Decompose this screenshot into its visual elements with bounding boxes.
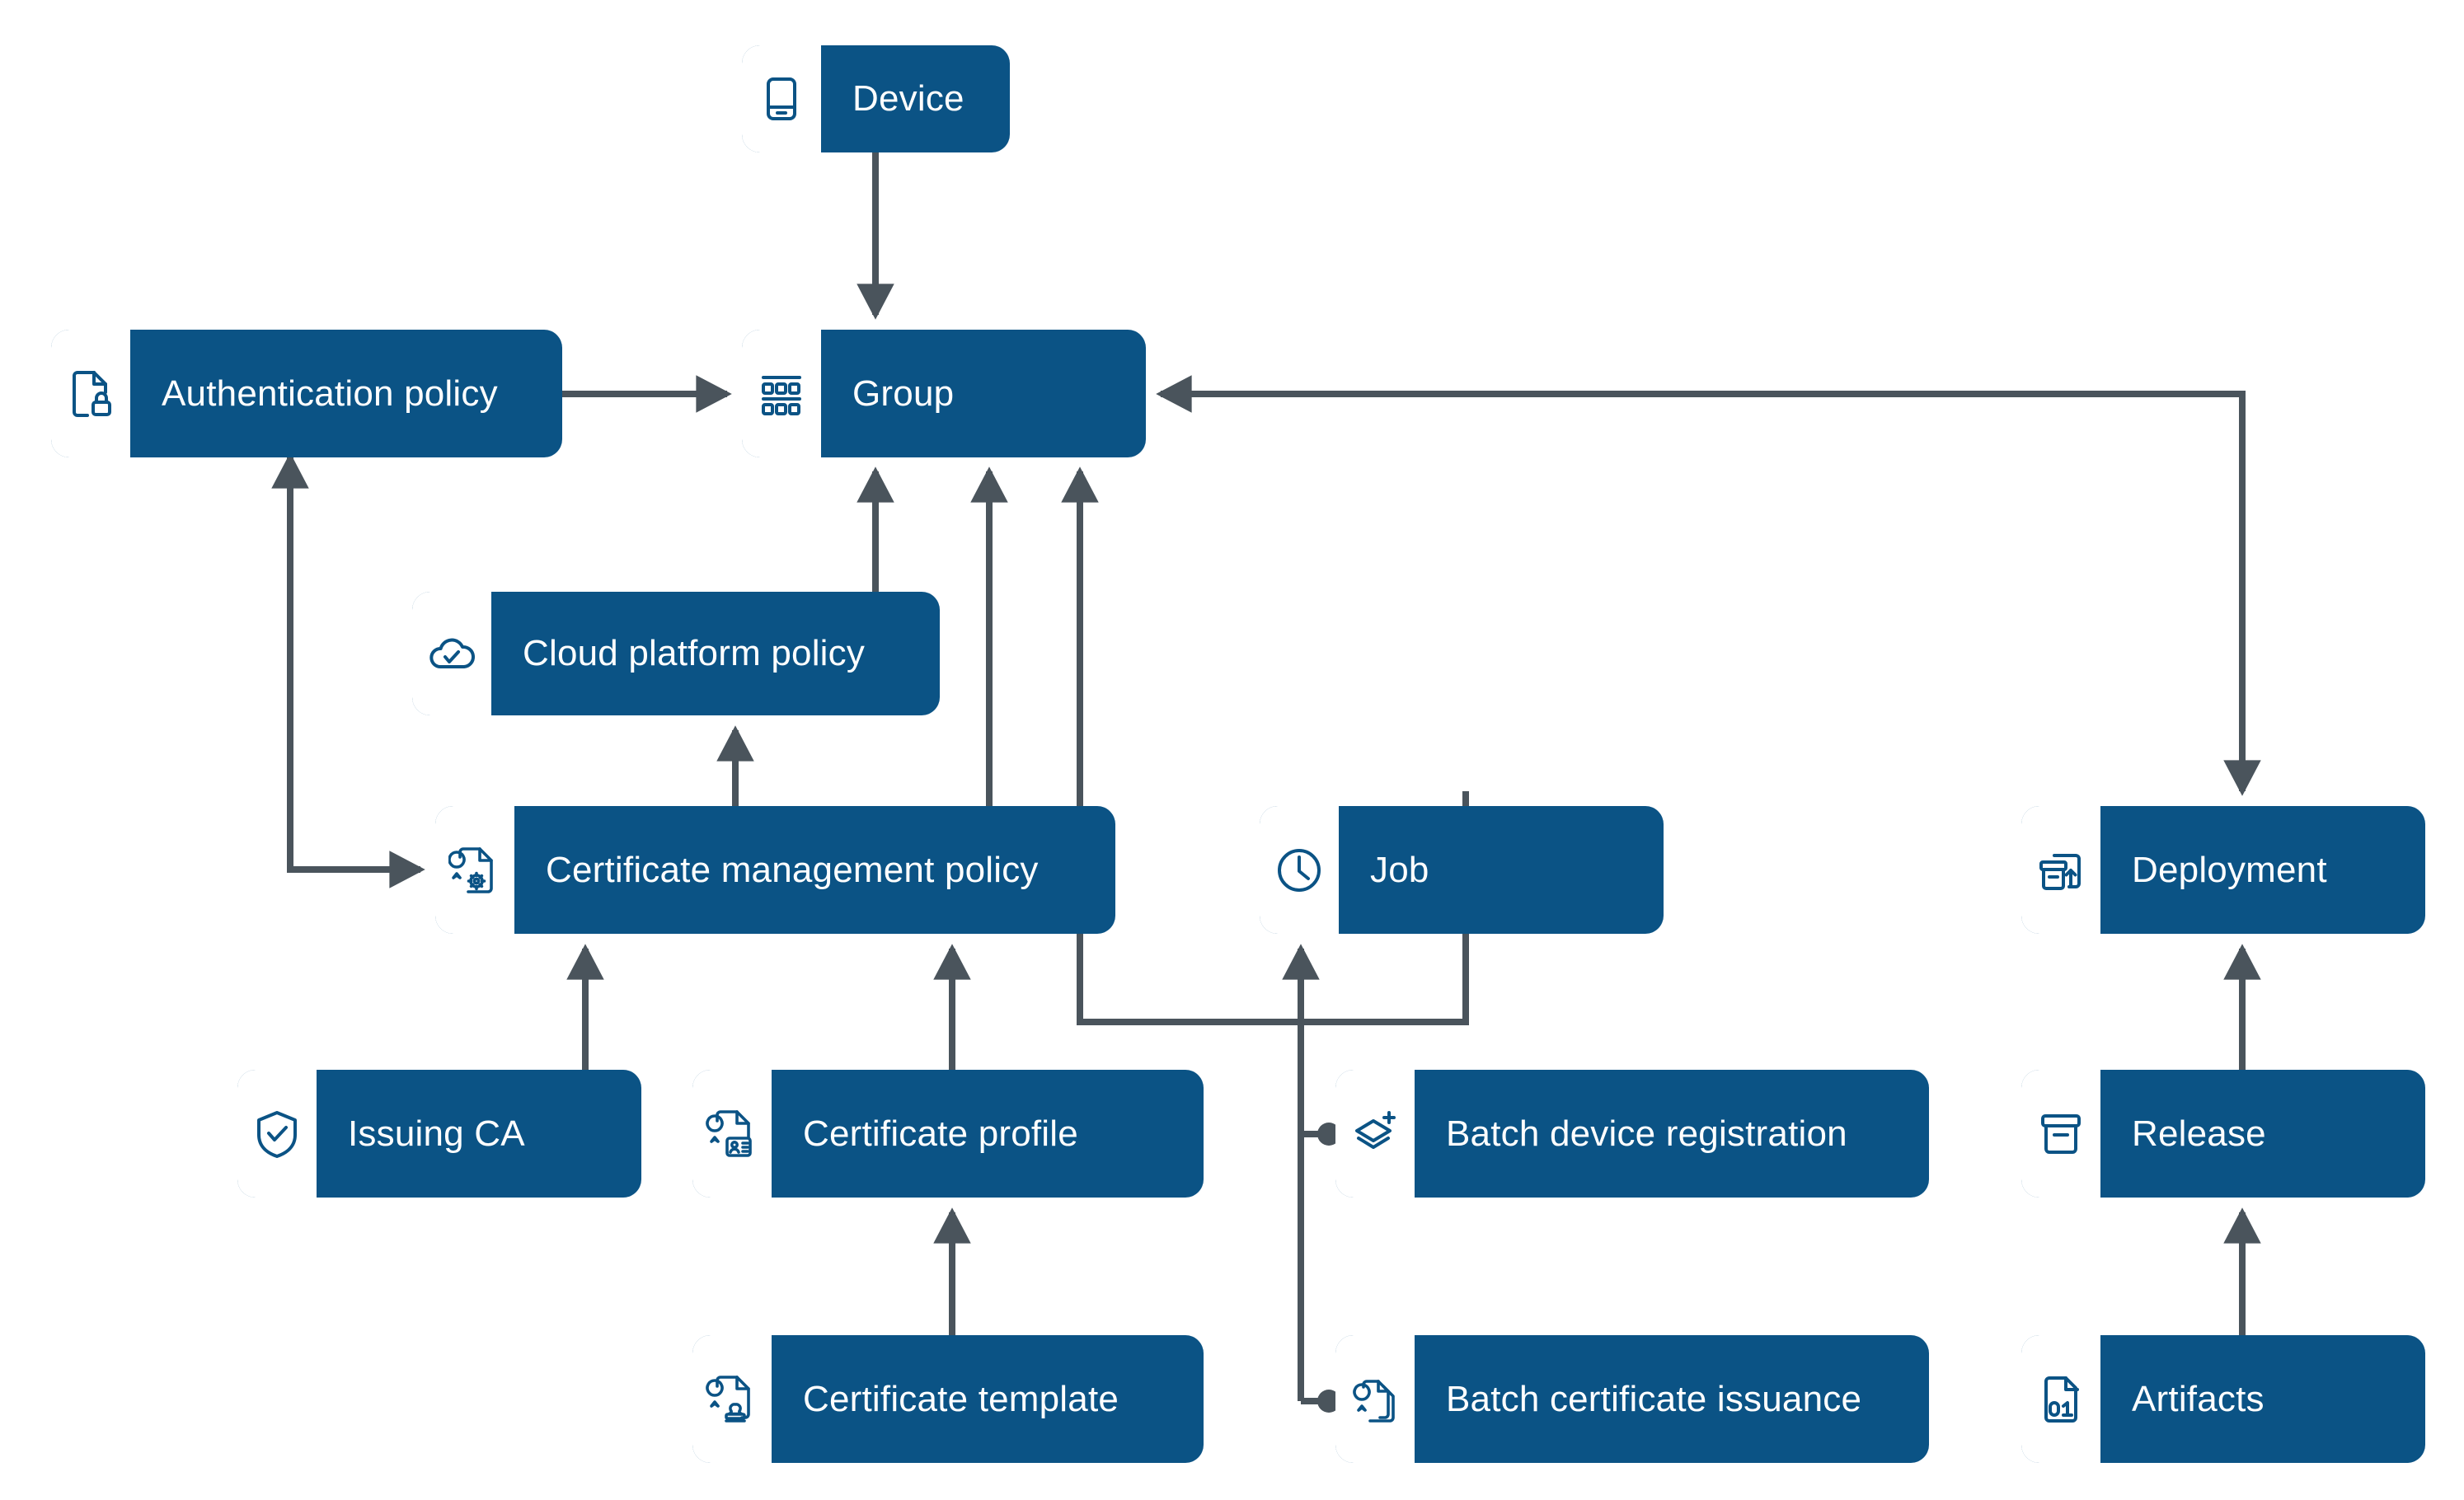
node-label: Group <box>852 373 955 414</box>
node-label: Certificate profile <box>803 1113 1078 1154</box>
node-deployment[interactable]: Deployment <box>2021 806 2425 934</box>
document-seal-gear-icon <box>435 806 514 934</box>
node-group[interactable]: Group <box>742 330 1146 457</box>
node-certificate-template[interactable]: Certificate template <box>692 1335 1204 1463</box>
node-batch-certificate-issuance[interactable]: Batch certificate issuance <box>1335 1335 1929 1463</box>
edge-group-job <box>1061 466 1469 1025</box>
node-certificate-management-policy[interactable]: Certificate management policy <box>435 806 1115 934</box>
node-job[interactable]: Job <box>1260 806 1664 934</box>
node-label: Issuing CA <box>348 1113 525 1154</box>
cloud-check-icon <box>412 592 491 715</box>
node-artifacts[interactable]: Artifacts <box>2021 1335 2425 1463</box>
node-issuing-ca[interactable]: Issuing CA <box>237 1070 641 1198</box>
node-label: Release <box>2132 1113 2266 1154</box>
box-upload-icon <box>2021 806 2100 934</box>
node-certificate-profile[interactable]: Certificate profile <box>692 1070 1204 1198</box>
node-label: Cloud platform policy <box>523 633 866 673</box>
document-lock-icon <box>51 330 130 457</box>
document-seal-stamp-icon <box>692 1335 772 1463</box>
node-label: Authentication policy <box>162 373 498 414</box>
shield-check-icon <box>237 1070 317 1198</box>
document-binary-icon <box>2021 1335 2100 1463</box>
node-label: Job <box>1370 849 1429 890</box>
node-label: Deployment <box>2132 849 2327 890</box>
node-cloud-platform-policy[interactable]: Cloud platform policy <box>412 592 940 715</box>
node-batch-device-registration[interactable]: Batch device registration <box>1335 1070 1929 1198</box>
node-label: Artifacts <box>2132 1378 2265 1419</box>
document-seal-idcard-icon <box>692 1070 772 1198</box>
edge-group-deployment <box>1156 375 2261 796</box>
edge-batchcert-endpoint <box>1317 1390 1340 1413</box>
layers-plus-icon <box>1335 1070 1415 1198</box>
archive-box-icon <box>2021 1070 2100 1198</box>
node-label: Certificate management policy <box>546 849 1039 890</box>
node-device[interactable]: Device <box>742 45 1010 152</box>
edge-batchdev-endpoint <box>1317 1123 1340 1146</box>
documents-seal-icon <box>1335 1335 1415 1463</box>
node-label: Certificate template <box>803 1378 1119 1419</box>
edge-certmgmt-auth <box>271 452 425 888</box>
node-label: Device <box>852 78 964 119</box>
node-label: Batch device registration <box>1446 1113 1847 1154</box>
node-label: Batch certificate issuance <box>1446 1378 1862 1419</box>
node-release[interactable]: Release <box>2021 1070 2425 1198</box>
grid-table-icon <box>742 330 821 457</box>
clock-icon <box>1260 806 1339 934</box>
device-tablet-icon <box>742 45 821 152</box>
node-authentication-policy[interactable]: Authentication policy <box>51 330 562 457</box>
